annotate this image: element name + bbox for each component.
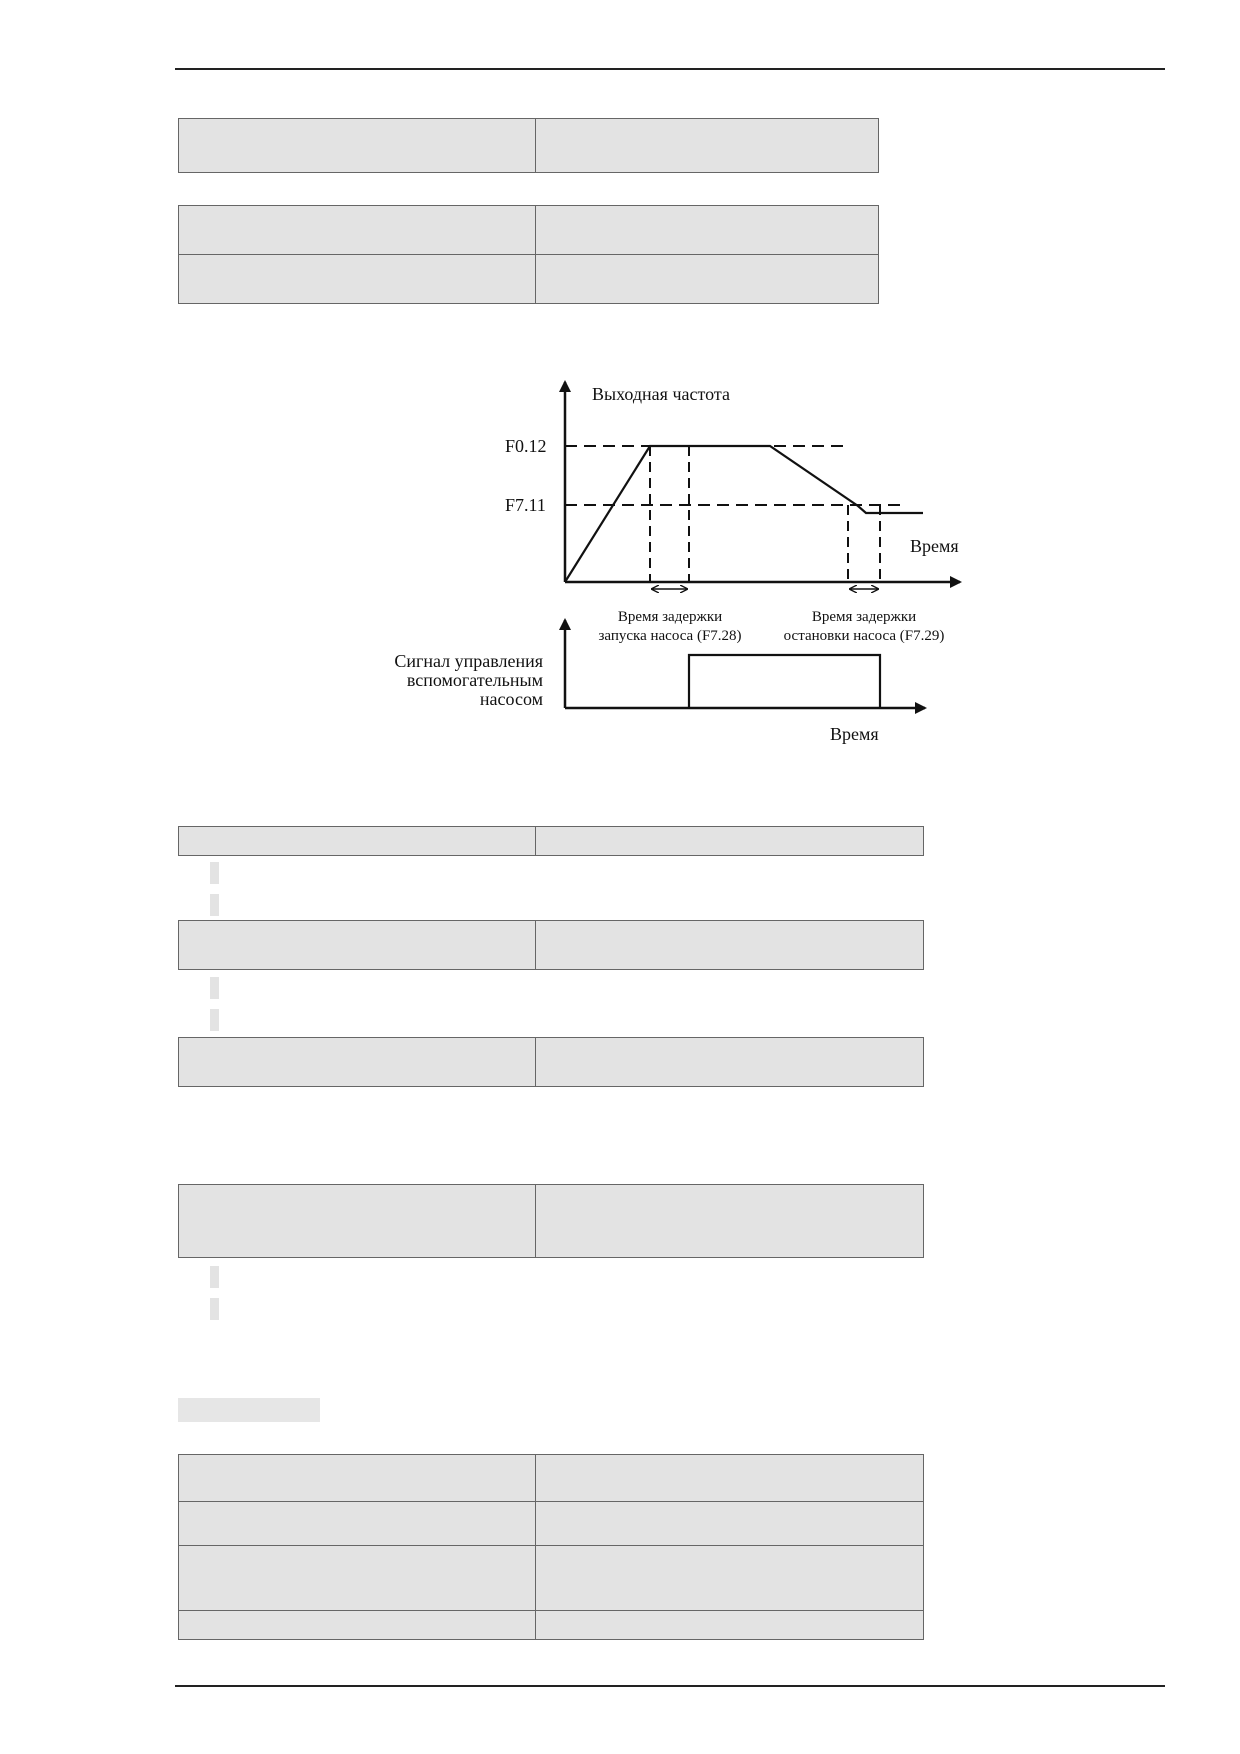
table-cell: [178, 118, 536, 173]
start-delay-label-2: запуска насоса (F7.28): [598, 628, 741, 644]
table-cell: [178, 826, 536, 856]
auxiliary-pump-timing-diagram: Выходная частота F0.12 F7.11 Время Время…: [394, 380, 962, 744]
time-label-bottom: Время: [830, 724, 879, 744]
time-label-top: Время: [910, 536, 959, 556]
list-bullet: [210, 862, 219, 884]
list-bullet: [210, 1266, 219, 1288]
table-cell: [178, 205, 536, 255]
table-cell: [535, 118, 879, 173]
table-cell: [178, 1545, 536, 1611]
parameter-table-3: [178, 826, 924, 856]
footer-rule: [175, 1685, 1165, 1687]
table-cell: [178, 1501, 536, 1546]
parameter-table-4: [178, 920, 924, 970]
table-cell: [535, 205, 879, 255]
y-axis-label: Выходная частота: [592, 384, 730, 404]
stop-delay-label-1: Время задержки: [812, 609, 916, 625]
table-cell: [535, 1545, 924, 1611]
table-cell: [535, 1037, 924, 1087]
parameter-table-7: [178, 1454, 924, 1640]
signal-label-1: Сигнал управления: [394, 651, 543, 671]
frequency-curve: [564, 444, 923, 583]
table-cell: [178, 920, 536, 970]
table-cell: [178, 1037, 536, 1087]
level-low-label: F7.11: [505, 495, 546, 515]
start-delay-label-1: Время задержки: [618, 609, 722, 625]
list-bullet: [210, 977, 219, 999]
table-cell: [535, 1454, 924, 1502]
stop-delay-label-2: остановки насоса (F7.29): [784, 628, 945, 644]
table-cell: [535, 920, 924, 970]
table-cell: [178, 1454, 536, 1502]
list-bullet: [210, 1298, 219, 1320]
pump-signal-pulse: [687, 653, 882, 708]
table-cell: [535, 826, 924, 856]
list-bullet: [210, 894, 219, 916]
parameter-table-5: [178, 1037, 924, 1087]
table-cell: [535, 1184, 924, 1258]
level-high-label: F0.12: [505, 436, 547, 456]
parameter-table-2: [178, 205, 879, 304]
parameter-table-6: [178, 1184, 924, 1258]
signal-label-2: вспомогательным: [407, 670, 543, 690]
table-cell: [178, 1610, 536, 1640]
list-bullet: [210, 1009, 219, 1031]
table-cell: [535, 1501, 924, 1546]
table-cell: [178, 254, 536, 304]
section-heading-block: [178, 1398, 320, 1422]
header-rule: [175, 68, 1165, 70]
table-cell: [535, 254, 879, 304]
signal-label-3: насосом: [480, 689, 543, 709]
parameter-table-1: [178, 118, 879, 173]
table-cell: [535, 1610, 924, 1640]
table-cell: [178, 1184, 536, 1258]
